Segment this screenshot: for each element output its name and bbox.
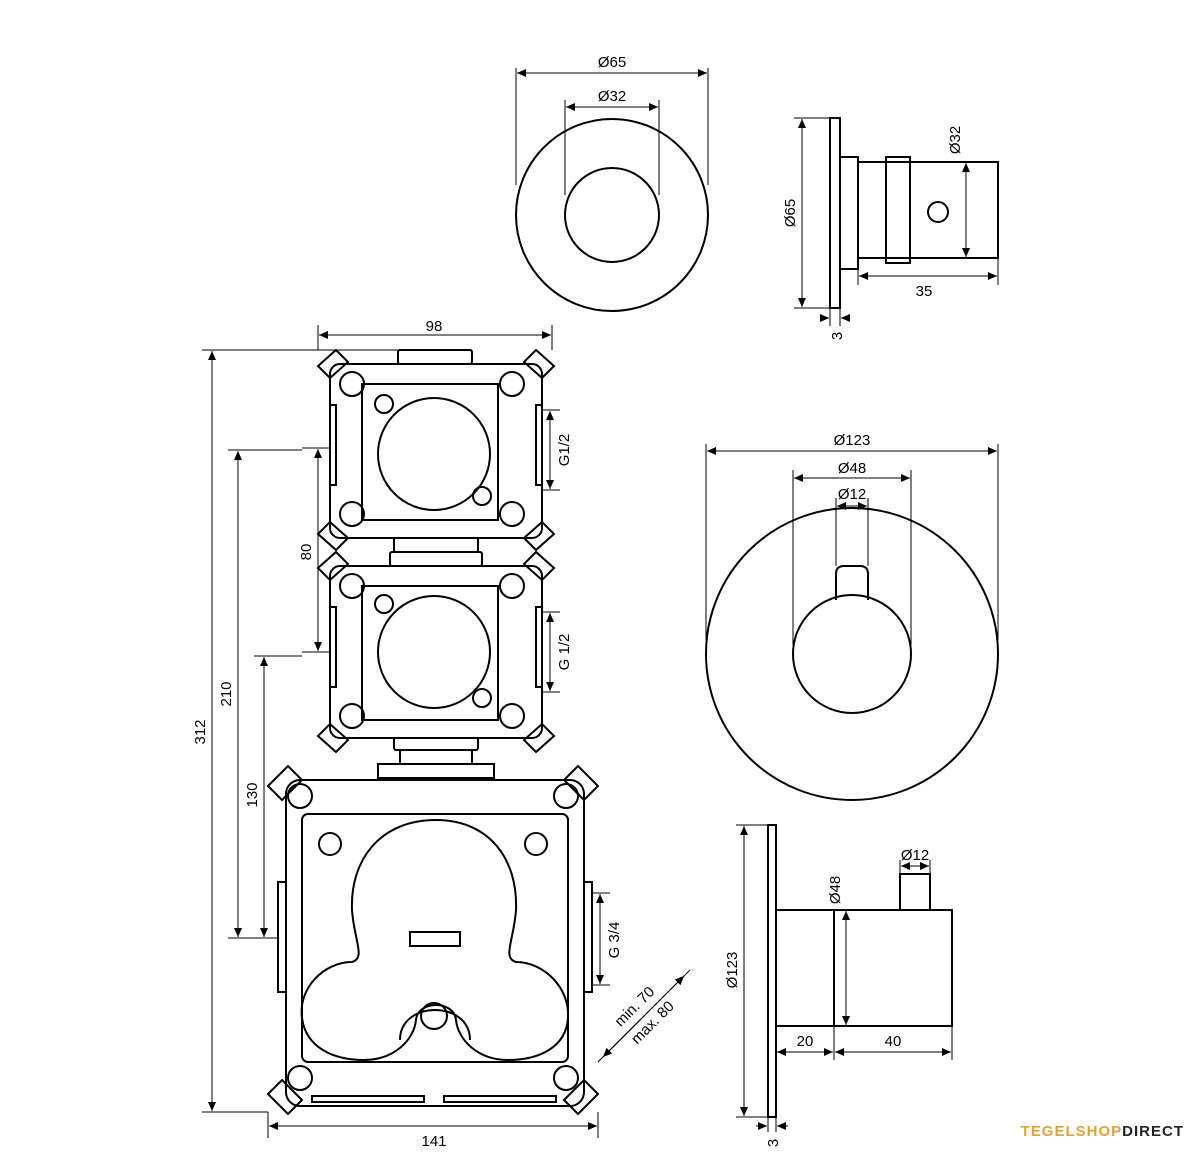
small-box-lower: [316, 550, 556, 779]
dim-height-210: 210: [218, 681, 235, 706]
dim-knob-front-outer: Ø65: [598, 54, 626, 71]
rosette-side-view: Ø123 Ø48 Ø12 20 40 3: [724, 824, 953, 1147]
dim-bottom-thread: G 3/4: [606, 922, 623, 959]
knob-front-view: Ø65 Ø32: [515, 54, 709, 312]
dim-side-plate: 3: [765, 1139, 782, 1147]
dim-side-stem: Ø12: [901, 847, 929, 864]
small-box-upper: [316, 348, 556, 553]
dim-side-height: Ø123: [724, 952, 741, 989]
dim-height-130: 130: [244, 782, 261, 807]
dim-total-height: 312: [192, 719, 209, 744]
dim-knob-side-height: Ø65: [782, 199, 799, 227]
dim-knob-side-depth: 35: [916, 283, 933, 300]
dim-side-40: 40: [885, 1033, 902, 1050]
dim-box-spacing: 80: [298, 544, 315, 561]
dim-side-20: 20: [797, 1033, 814, 1050]
dim-rosette-inner: Ø12: [838, 486, 866, 503]
logo-part-3: DIRECT: [1122, 1123, 1184, 1140]
knob-side-view: Ø65 Ø32 35 3: [782, 117, 999, 340]
dim-knob-side-plate: 3: [829, 332, 846, 340]
dim-thread-lower: G 1/2: [556, 634, 573, 671]
dim-rosette-outer: Ø123: [834, 432, 871, 449]
logo-part-2: SHOP: [1075, 1123, 1123, 1140]
rosette-front-view: Ø123 Ø48 Ø12: [705, 432, 999, 801]
large-box: [266, 764, 600, 1116]
dim-knob-front-inner: Ø32: [598, 88, 626, 105]
small-box-dimensions: 98 G1/2 G 1/2 80: [298, 318, 573, 693]
logo-part-1: TEGEL: [1020, 1123, 1076, 1140]
dim-bottom-box-width: 141: [421, 1133, 446, 1150]
brand-logo: TEGELSHOPDIRECT: [1021, 1123, 1184, 1140]
dim-knob-side-diameter: Ø32: [947, 126, 964, 154]
dim-thread-upper: G1/2: [556, 434, 573, 467]
dim-rosette-mid: Ø48: [838, 460, 866, 477]
dim-box-width-top: 98: [426, 318, 443, 335]
dim-side-body: Ø48: [827, 876, 844, 904]
